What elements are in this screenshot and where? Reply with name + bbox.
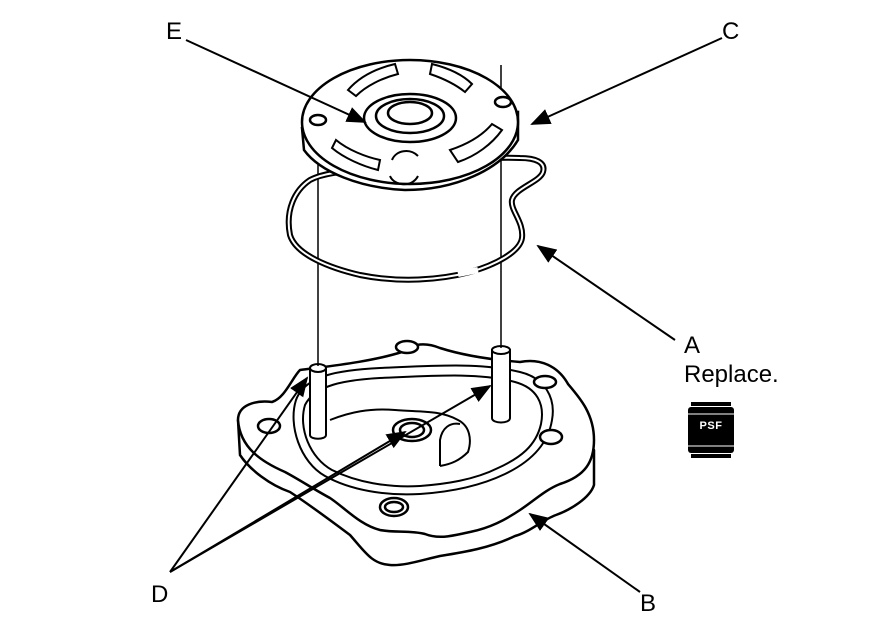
cover-plate [300, 58, 520, 192]
leader-d-left [169, 376, 309, 573]
fluid-container-icon [688, 402, 734, 458]
callout-c: C [722, 18, 740, 45]
leader-b [528, 512, 641, 593]
leader-c [530, 37, 723, 125]
callout-leaders [169, 37, 723, 593]
psf-label: PSF [699, 420, 723, 432]
callout-e: E [166, 18, 183, 45]
callout-a-note: Replace. [684, 361, 779, 388]
leader-e [185, 39, 367, 123]
callout-d: D [151, 581, 169, 608]
leader-d-right [169, 384, 492, 573]
callout-b: B [640, 590, 657, 617]
pump-housing [236, 339, 596, 567]
dowel-pins [309, 345, 511, 440]
leader-a [536, 244, 676, 341]
callout-a: A [684, 332, 701, 359]
